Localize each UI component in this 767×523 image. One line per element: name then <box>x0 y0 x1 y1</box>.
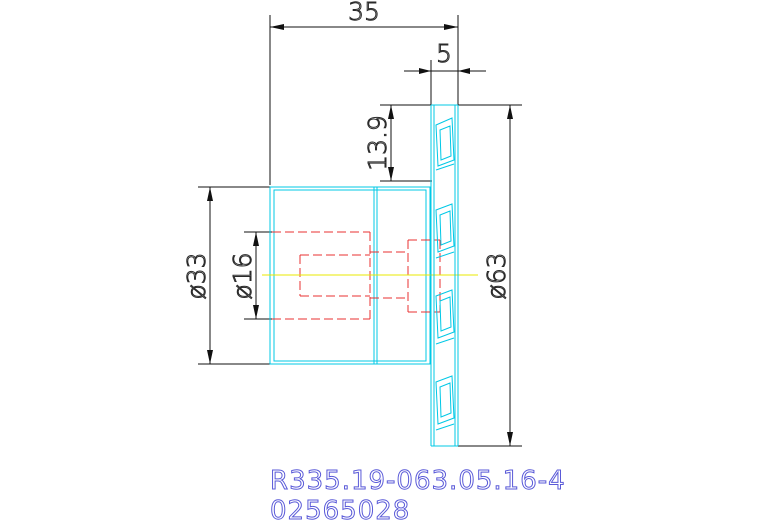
dimension-cutter-diameter: ø63 <box>458 104 522 447</box>
insert-top <box>435 117 455 171</box>
dimension-text-d63: ø63 <box>482 252 511 299</box>
bore-hidden-lines <box>272 231 441 320</box>
dimension-text-d16: ø16 <box>228 252 257 299</box>
dimension-length-total: 35 <box>269 0 459 185</box>
dimension-hub-diameter: ø33 <box>182 186 270 365</box>
dimension-text-5: 5 <box>436 39 452 68</box>
dimension-text-35: 35 <box>348 0 380 26</box>
cutter-flange <box>430 104 459 447</box>
dimension-text-13-9: 13.9 <box>363 115 392 171</box>
dimension-bore-diameter: ø16 <box>228 231 272 320</box>
dimension-tooth-depth: 13.9 <box>363 104 432 182</box>
order-code: 02565028 <box>270 496 410 523</box>
dimension-text-d33: ø33 <box>182 252 211 299</box>
insert-upper-middle <box>435 203 455 259</box>
dimension-flange-width: 5 <box>404 39 486 105</box>
insert-lower-middle <box>435 289 455 345</box>
part-number: R335.19-063.05.16-4 <box>270 466 566 496</box>
insert-bottom <box>435 375 455 431</box>
